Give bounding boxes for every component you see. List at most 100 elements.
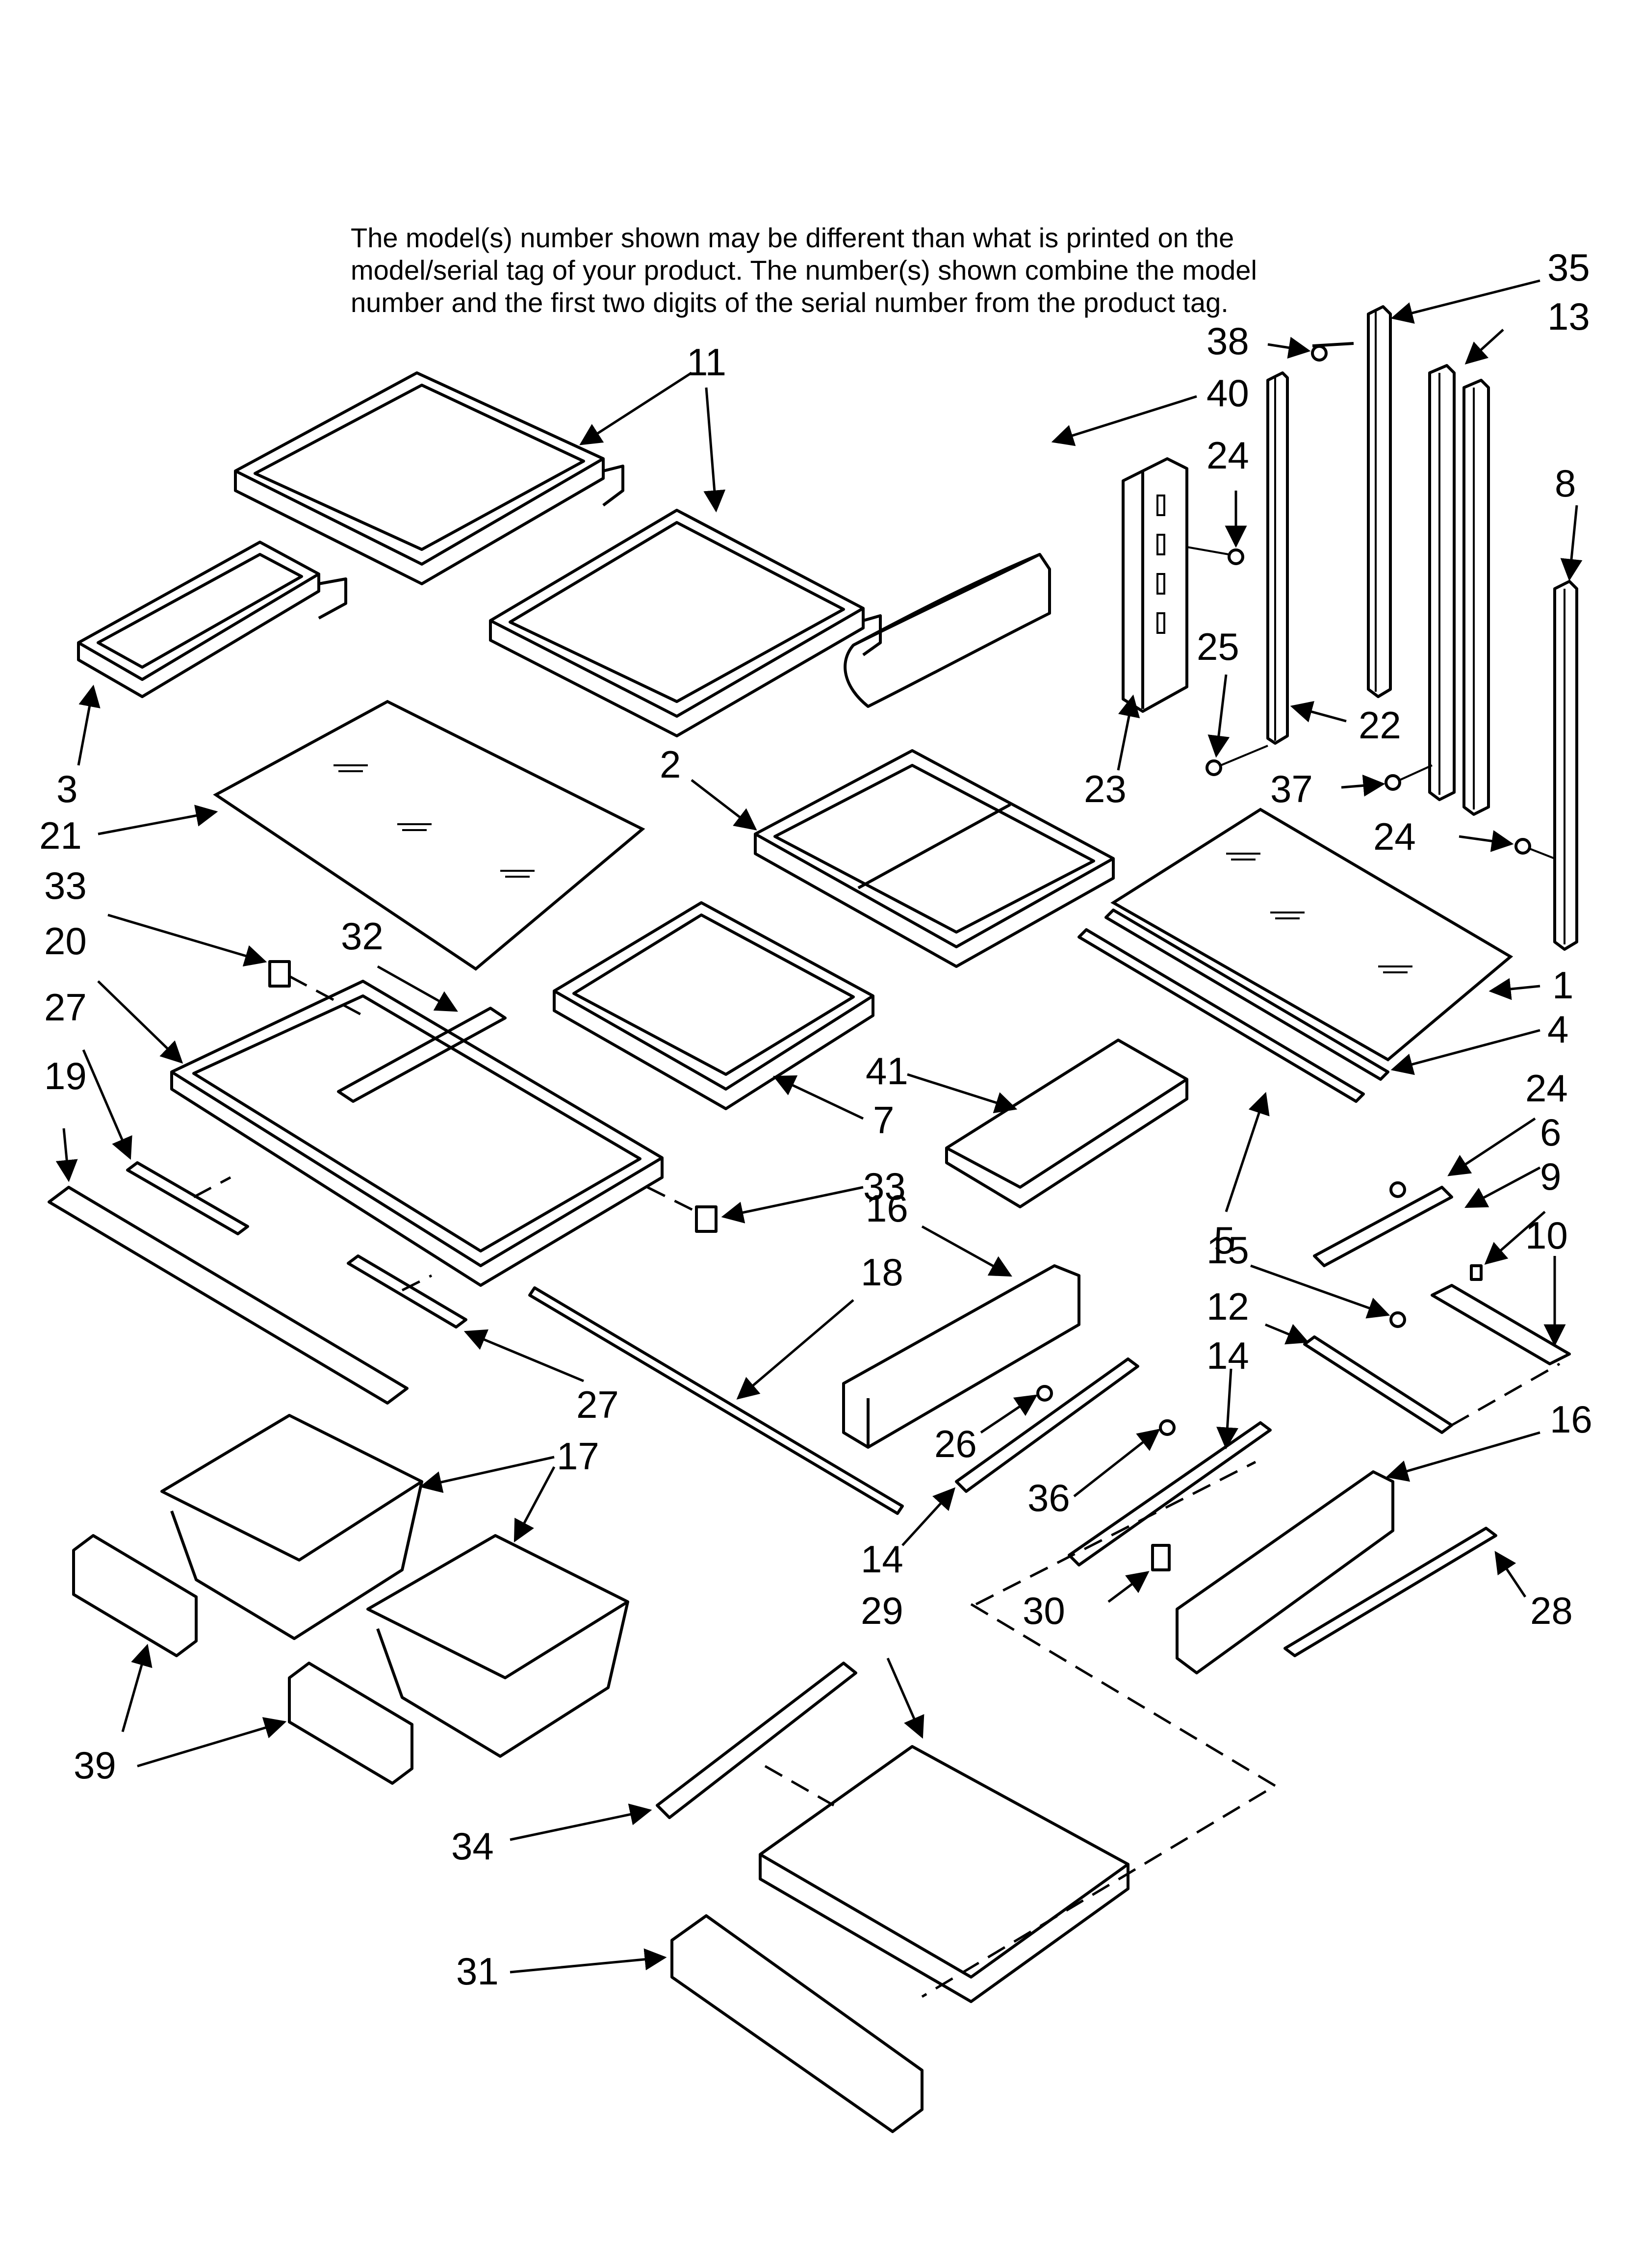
callout-22: 22 <box>1359 704 1401 747</box>
part-32-rail <box>337 1007 507 1103</box>
part-10-bracket <box>1431 1264 1571 1365</box>
callout-35: 35 <box>1547 246 1590 289</box>
part-39-handles <box>72 1534 413 1785</box>
callout-17: 17 <box>557 1434 599 1478</box>
callout-3: 3 <box>56 767 77 810</box>
callout-11: 11 <box>687 340 726 384</box>
note-line-2: model/serial tag of your product. The nu… <box>351 255 1257 286</box>
part-1-glass-panel-right <box>1110 808 1514 1062</box>
part-2-drawer-frame <box>754 749 1115 968</box>
leader-lines <box>55 279 1583 1974</box>
callout-41: 41 <box>866 1049 908 1093</box>
callout-27-top: 27 <box>44 986 87 1029</box>
callout-16-bottom: 16 <box>1550 1398 1592 1441</box>
part-19-trim <box>48 1186 409 1405</box>
part-20-crisper-frame <box>170 980 664 1287</box>
part-8-rail <box>1553 580 1578 951</box>
part-14-slide-left <box>955 1357 1139 1493</box>
callout-32: 32 <box>341 914 384 958</box>
screw-38 <box>1311 342 1354 362</box>
part-33-clips <box>268 960 718 1233</box>
callout-14-top: 14 <box>1206 1334 1249 1377</box>
part-4-trim-strip <box>1104 909 1389 1081</box>
model-number-note: The model(s) number shown may be differe… <box>351 222 1332 319</box>
part-14-slide-right <box>1068 1421 1272 1566</box>
callout-36: 36 <box>1027 1476 1070 1519</box>
part-11-upper-shelf-right <box>489 509 882 737</box>
part-5-trim-strip <box>1078 928 1365 1103</box>
callout-6: 6 <box>1540 1111 1561 1154</box>
callout-1: 1 <box>1552 964 1573 1007</box>
callout-33-right: 33 <box>863 1165 906 1208</box>
callout-23: 23 <box>1084 767 1127 810</box>
callout-2: 2 <box>660 743 681 786</box>
part-28-rod <box>1283 1527 1497 1657</box>
part-6-bracket <box>1313 1181 1453 1267</box>
part-17-crisper-drawer-left <box>160 1414 423 1640</box>
callout-19: 19 <box>44 1054 87 1097</box>
callout-33-left: 33 <box>44 864 87 907</box>
part-13-rail <box>1428 364 1490 816</box>
part-35-rail <box>1367 305 1392 698</box>
callout-20: 20 <box>44 919 87 963</box>
callout-7: 7 <box>873 1098 894 1142</box>
part-16-housing-right <box>1176 1470 1394 1674</box>
part-31-handle <box>670 1914 924 2133</box>
part-15-screw <box>1389 1311 1406 1328</box>
callout-40: 40 <box>1206 371 1249 415</box>
callout-30: 30 <box>1023 1589 1065 1632</box>
callout-labels: 35 13 38 11 40 24 8 25 22 23 37 2 3 21 2… <box>39 246 1592 1993</box>
callout-24-mid: 24 <box>1525 1067 1568 1110</box>
part-12-slide <box>1303 1335 1453 1434</box>
callout-39: 39 <box>74 1744 116 1787</box>
part-40-deflector <box>844 553 1051 708</box>
screw-25 <box>1206 745 1268 776</box>
callout-31: 31 <box>456 1950 499 1993</box>
callout-37: 37 <box>1270 767 1313 810</box>
callout-21: 21 <box>39 814 82 857</box>
callout-24-top: 24 <box>1206 434 1249 477</box>
part-18-rod <box>528 1286 904 1515</box>
part-7-shelf <box>553 901 874 1110</box>
callout-34: 34 <box>451 1825 494 1868</box>
part-23-bracket <box>1122 457 1188 713</box>
callout-28: 28 <box>1530 1589 1573 1632</box>
part-36-screw <box>1159 1419 1176 1436</box>
screw-24-upper <box>1186 546 1244 565</box>
screw-24-right <box>1514 838 1555 860</box>
callout-38: 38 <box>1206 319 1249 363</box>
callout-4: 4 <box>1547 1008 1568 1051</box>
callout-13: 13 <box>1547 295 1590 338</box>
callout-25: 25 <box>1197 625 1239 668</box>
callout-8: 8 <box>1555 462 1576 505</box>
callout-26: 26 <box>934 1422 977 1465</box>
callout-27-bottom: 27 <box>576 1383 619 1426</box>
part-3-small-shelf <box>77 541 347 698</box>
part-22-rail <box>1266 371 1289 745</box>
callout-12: 12 <box>1206 1285 1249 1328</box>
part-41-tray <box>945 1039 1188 1208</box>
part-11-upper-shelf-left <box>234 371 624 585</box>
part-17-crisper-drawer-right <box>366 1534 629 1758</box>
callout-14-bottom: 14 <box>861 1538 903 1581</box>
part-30-clip <box>1151 1544 1171 1571</box>
callout-10: 10 <box>1525 1214 1568 1257</box>
callout-9: 9 <box>1540 1155 1561 1198</box>
part-26-screw <box>1036 1385 1053 1402</box>
screws-group <box>1186 342 1555 860</box>
callout-5: 5 <box>1214 1219 1235 1262</box>
screw-37 <box>1385 764 1433 791</box>
assembly-lines <box>193 975 1561 1998</box>
part-29-pan <box>759 1745 1129 2003</box>
note-line-1: The model(s) number shown may be differe… <box>351 222 1234 253</box>
part-34-trim <box>656 1662 857 1819</box>
callout-16-top: 16 <box>866 1187 908 1230</box>
callout-18: 18 <box>861 1251 903 1294</box>
part-27-slides <box>126 1161 467 1329</box>
note-line-3: number and the first two digits of the s… <box>351 287 1229 318</box>
part-21-glass-panel-left <box>213 700 645 971</box>
part-16-housing-left <box>842 1264 1080 1449</box>
callout-29: 29 <box>861 1589 903 1632</box>
callout-24-right: 24 <box>1373 815 1416 858</box>
